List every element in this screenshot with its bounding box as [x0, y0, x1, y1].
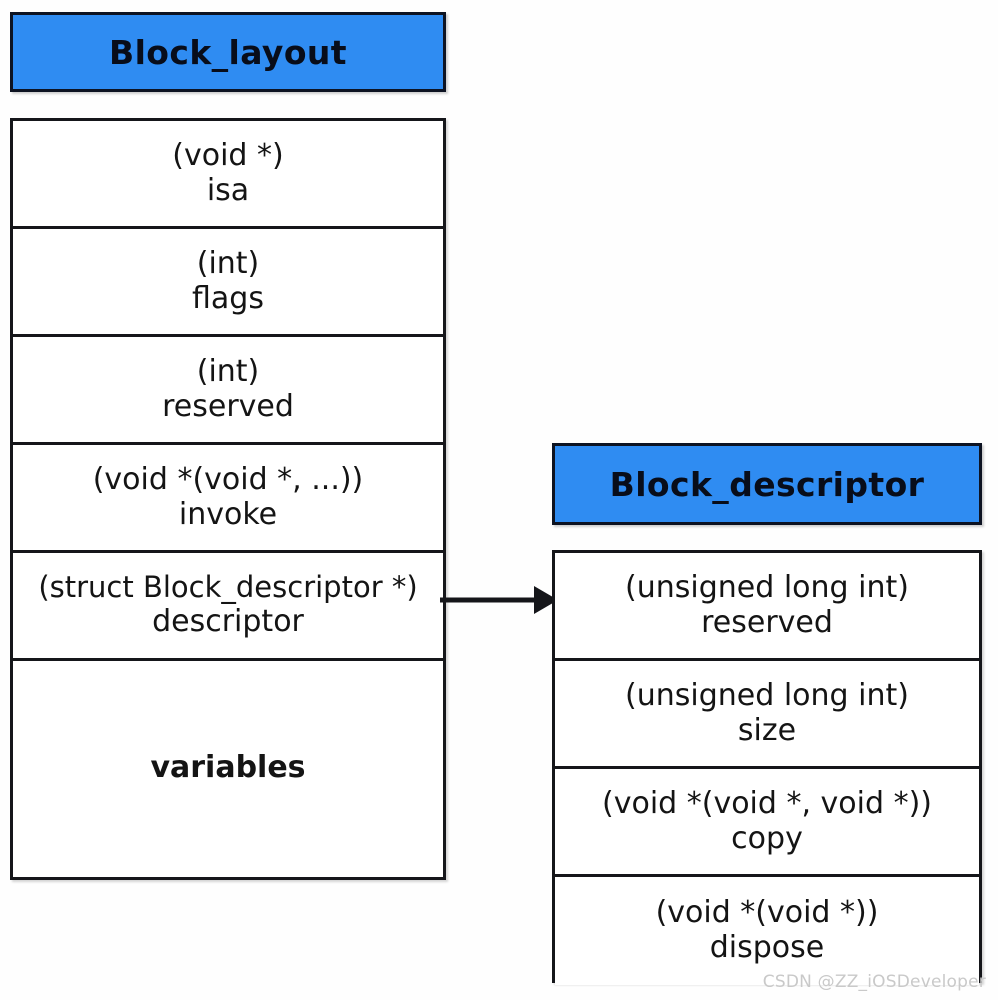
field-descriptor-dispose-type: (void *(void *))	[655, 895, 879, 931]
field-invoke: (void *(void *, ...)) invoke	[13, 445, 443, 553]
struct-block-layout-title: Block_layout	[109, 32, 347, 72]
watermark: CSDN @ZZ_iOSDeveloper	[762, 972, 986, 992]
field-reserved-type: (int)	[196, 353, 260, 389]
field-reserved-name: reserved	[162, 388, 294, 424]
field-flags-type: (int)	[196, 245, 260, 281]
field-isa-name: isa	[206, 172, 250, 208]
struct-block-layout-body: (void *) isa (int) flags (int) reserved …	[10, 118, 446, 880]
struct-block-descriptor-body: (unsigned long int) reserved (unsigned l…	[552, 550, 982, 985]
field-variables-name: variables	[150, 750, 306, 786]
field-descriptor-copy-type: (void *(void *, void *))	[602, 785, 932, 821]
field-descriptor-size: (unsigned long int) size	[555, 661, 979, 769]
descriptor-pointer-arrow	[440, 586, 558, 614]
field-descriptor-copy: (void *(void *, void *)) copy	[555, 769, 979, 877]
field-isa-type: (void *)	[172, 137, 284, 173]
field-descriptor-dispose: (void *(void *)) dispose	[555, 877, 979, 985]
struct-block-layout-header: Block_layout	[10, 12, 446, 92]
field-descriptor-name: descriptor	[152, 603, 304, 639]
field-descriptor-reserved-name: reserved	[701, 604, 833, 640]
field-descriptor-reserved-type: (unsigned long int)	[625, 569, 909, 605]
field-variables: variables	[13, 661, 443, 876]
field-reserved: (int) reserved	[13, 337, 443, 445]
field-invoke-name: invoke	[178, 496, 278, 532]
field-descriptor-size-type: (unsigned long int)	[625, 677, 909, 713]
field-isa: (void *) isa	[13, 121, 443, 229]
struct-block-descriptor-title: Block_descriptor	[609, 464, 925, 504]
field-descriptor: (struct Block_descriptor *) descriptor	[13, 553, 443, 661]
field-descriptor-reserved: (unsigned long int) reserved	[555, 553, 979, 661]
field-descriptor-copy-name: copy	[731, 820, 803, 856]
field-descriptor-size-name: size	[737, 712, 797, 748]
struct-block-descriptor-header: Block_descriptor	[552, 443, 982, 525]
field-descriptor-dispose-name: dispose	[709, 930, 825, 965]
field-flags: (int) flags	[13, 229, 443, 337]
field-descriptor-type: (struct Block_descriptor *)	[38, 570, 418, 605]
field-flags-name: flags	[192, 280, 264, 316]
field-invoke-type: (void *(void *, ...))	[92, 461, 364, 497]
